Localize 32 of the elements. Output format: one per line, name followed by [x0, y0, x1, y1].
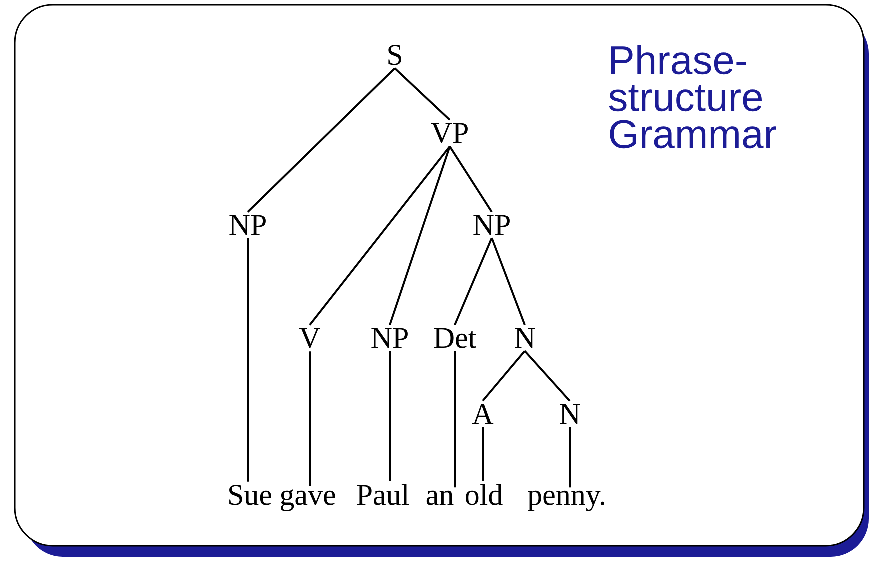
word: penny.: [528, 490, 604, 512]
tree-label: V: [300, 328, 320, 348]
title: Phrase-structure Grammar: [609, 45, 776, 149]
word: old: [466, 484, 503, 506]
word: Sue: [230, 485, 272, 506]
word: Paul: [357, 484, 410, 506]
tree-line: [524, 350, 571, 402]
tree-line: [247, 238, 249, 482]
tree-line: [309, 352, 311, 486]
tree-line: [482, 427, 484, 481]
tree-line: [454, 351, 456, 488]
tree-line: [247, 68, 396, 213]
tree-label: N: [515, 328, 536, 348]
tree-label: N: [560, 404, 580, 424]
tree-label: NP: [372, 328, 408, 348]
tree-label: A: [472, 404, 494, 424]
tree-line: [389, 351, 391, 481]
tree-line: [482, 350, 526, 402]
tree-line: [491, 238, 526, 326]
tree-label: S: [388, 45, 402, 66]
tree-label: NP: [230, 215, 266, 235]
tree-label: NP: [474, 215, 510, 235]
tree-line: [569, 427, 571, 488]
tree-line: [454, 238, 493, 326]
tree-line: [449, 146, 493, 213]
tree-line: [309, 146, 451, 326]
tree-label: Det: [434, 328, 476, 348]
tree-label: VP: [431, 123, 468, 144]
word: an: [426, 490, 454, 506]
word: gave: [280, 490, 336, 512]
tree-line: [389, 146, 451, 326]
tree-line: [394, 68, 451, 121]
